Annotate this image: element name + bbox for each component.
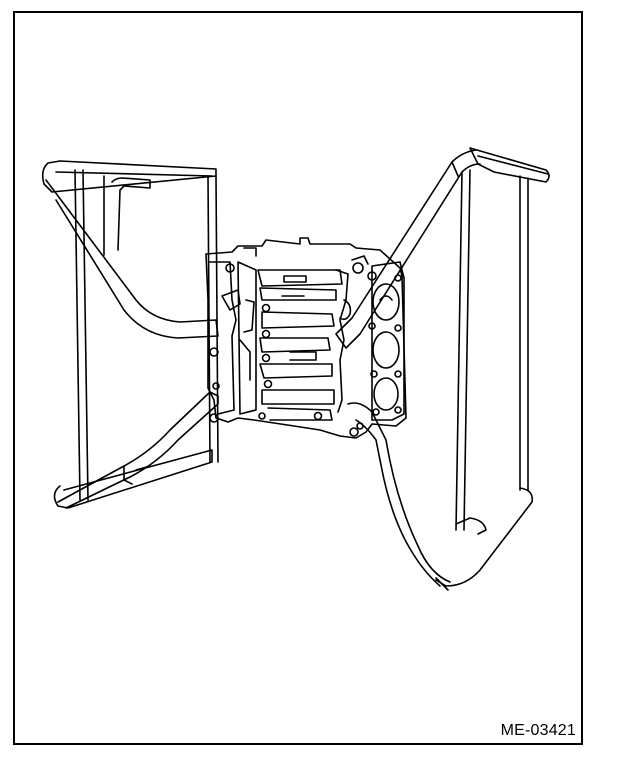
figure-code: ME-03421: [500, 722, 576, 739]
right-stand-frame: [335, 147, 550, 591]
engine-block: [205, 237, 407, 439]
figure-frame: [13, 11, 583, 745]
left-stand-frame: [41, 160, 219, 509]
